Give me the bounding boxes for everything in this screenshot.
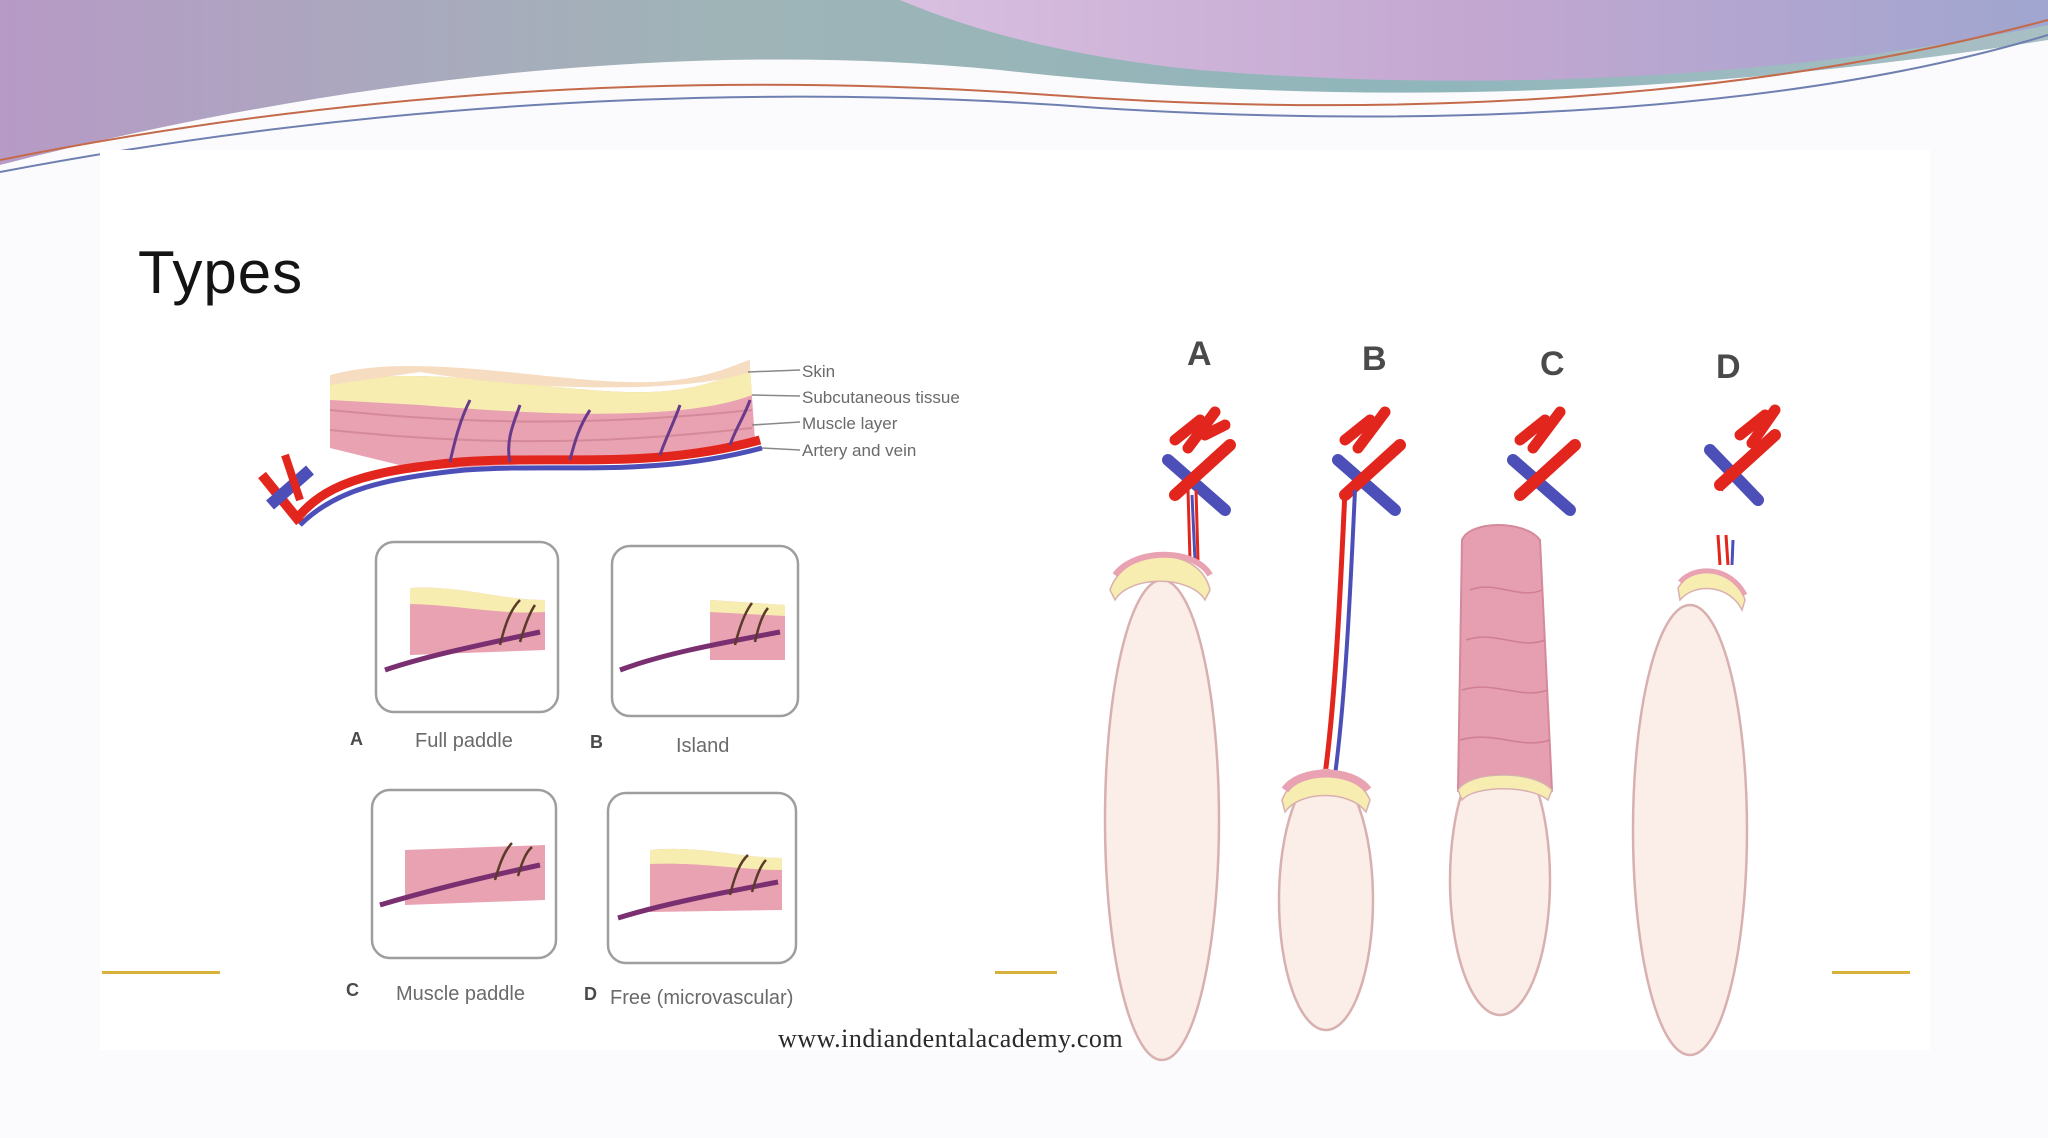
tissue-block [329,360,755,470]
label-muscle: Muscle layer [802,414,898,433]
panel-a-caption: Full paddle [415,730,513,752]
flap-b-letter: B [1362,340,1387,378]
accent-line-left [102,971,220,974]
label-skin: Skin [802,362,835,381]
label-leaders [747,369,801,451]
flap-c [1448,406,1581,1017]
flap-d [1631,404,1781,1057]
main-artery [296,435,762,518]
accent-line-right [1832,971,1910,974]
panel-c [370,788,558,960]
label-artery-vein: Artery and vein [802,441,916,460]
flap-a [1103,406,1236,1062]
panel-c-letter: C [346,980,359,1000]
slide-title: Types [138,239,304,306]
panel-a [374,540,560,714]
panel-d-caption: Free (microvascular) [610,987,793,1009]
perforator-vessels [448,399,752,463]
flap-d-letter: D [1716,348,1741,386]
flap-b [1277,406,1406,1032]
panel-b-letter: B [590,732,603,752]
panel-d-letter: D [584,984,597,1004]
panel-c-caption: Muscle paddle [396,983,525,1005]
panel-b [610,544,800,718]
label-subcutaneous: Subcutaneous tissue [802,388,960,407]
flap-c-letter: C [1540,345,1565,383]
accent-line-middle [995,971,1057,974]
main-vein [298,445,763,527]
watermark-url: www.indiandentalacademy.com [778,1024,1124,1053]
panel-a-letter: A [350,729,363,749]
panel-b-caption: Island [676,735,729,757]
panel-d [606,791,798,965]
flap-a-letter: A [1187,335,1212,373]
